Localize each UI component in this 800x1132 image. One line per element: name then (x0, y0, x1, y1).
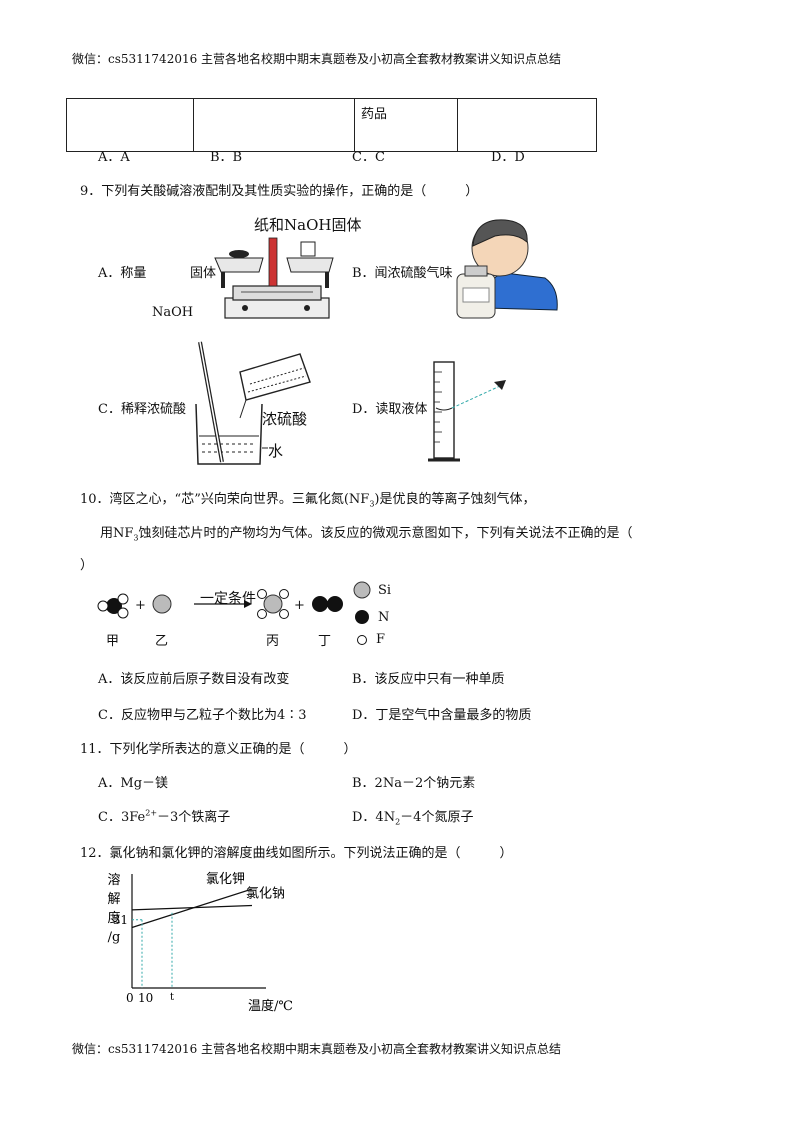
y-axis-label: /g (108, 930, 121, 945)
q8-option-b: B．B (210, 150, 243, 165)
q10-option-c: C．反应物甲与乙粒子个数比为4∶3 (98, 708, 307, 723)
x-tick-label: t (170, 992, 174, 1003)
q10-option-a: A．该反应前后原子数目没有改变 (98, 672, 290, 687)
molecule-label-yi: 乙 (155, 634, 169, 649)
reaction-diagram (97, 581, 371, 645)
plus-sign: + (294, 598, 305, 613)
legend-si: Si (378, 583, 392, 598)
q10-option-b: B．该反应中只有一种单质 (352, 672, 505, 687)
q9-option-a: A．称量 (98, 266, 147, 281)
balance-illustration (214, 237, 334, 319)
y-axis-label: 溶 (107, 873, 120, 888)
dilution-illustration (195, 341, 311, 465)
table-cell (193, 98, 355, 152)
water-label: 水 (268, 442, 284, 460)
q11-option-c: C．3Fe2+－3个铁离子 (98, 808, 231, 825)
q9-option-d: D．读取液体 (352, 402, 428, 417)
q11-stem: 11．下列化学所表达的意义正确的是（ ） (80, 742, 357, 757)
acid-label: 浓硫酸 (262, 410, 308, 428)
q8-option-d: D．D (491, 150, 525, 165)
q9-option-c: C．稀释浓硫酸 (98, 402, 186, 417)
series-label-0: 氯化钾 (206, 872, 245, 887)
q9-option-a-suffix: 固体 (190, 266, 217, 281)
q11-option-d: D．4N2－4个氮原子 (352, 810, 474, 827)
series-label-1: 氯化钠 (246, 887, 285, 902)
molecule-label-jia: 甲 (106, 634, 120, 649)
table-cell (66, 98, 194, 152)
q12-stem: 12．氯化钠和氯化钾的溶解度曲线如图所示。下列说法正确的是（ ） (80, 846, 513, 861)
q11-option-b: B．2Na－2个钠元素 (352, 776, 476, 791)
q10-stem-line2: 用NF3蚀刻硅芯片时的产物均为气体。该反应的微观示意图如下，下列有关说法不正确的… (100, 526, 633, 543)
q10-stem-line3: ） (80, 558, 94, 573)
table-cell: 药品 (354, 98, 458, 152)
q10-option-d: D．丁是空气中含量最多的物质 (352, 708, 532, 723)
answer-table: 药品 (66, 98, 597, 152)
table-cell (457, 98, 597, 152)
x-tick-label: 0 (126, 991, 134, 1005)
q8-option-c: C．C (352, 150, 385, 165)
q10-stem-line1: 10．湾区之心，“芯”兴向荣向世界。三氟化氮(NF3)是优良的等离子蚀刻气体， (80, 492, 536, 509)
molecule-label-bing: 丙 (266, 634, 280, 649)
page-header: 微信：cs5311742016 主营各地名校期中期末真题卷及小初高全套教材教案讲… (72, 52, 562, 66)
y-tick-label: 31 (113, 913, 128, 927)
smell-illustration (456, 219, 558, 319)
q9-option-a-naoh: NaOH (152, 305, 194, 320)
q11-option-a: A．Mg－镁 (98, 776, 169, 791)
series-line-1 (131, 904, 253, 911)
q9-option-b: B．闻浓硫酸气味 (352, 266, 453, 281)
q9-stem: 9．下列有关酸碱溶液配制及其性质实验的操作，正确的是（ ） (80, 184, 479, 199)
reaction-condition: 一定条件 (200, 591, 256, 607)
x-axis-label: 温度/℃ (248, 998, 293, 1014)
plus-sign: + (135, 598, 146, 613)
page-footer: 微信：cs5311742016 主营各地名校期中期末真题卷及小初高全套教材教案讲… (72, 1042, 562, 1056)
legend-f: F (376, 632, 386, 647)
balance-label: 纸和NaOH固体 (254, 216, 362, 234)
molecule-label-ding: 丁 (318, 634, 332, 649)
cylinder-illustration (428, 361, 506, 462)
x-tick-label: 10 (138, 991, 153, 1005)
q8-option-a: A．A (98, 150, 130, 165)
y-axis-label: 度 (107, 910, 120, 926)
y-axis-label: 解 (107, 892, 120, 907)
legend-n: N (378, 610, 390, 625)
